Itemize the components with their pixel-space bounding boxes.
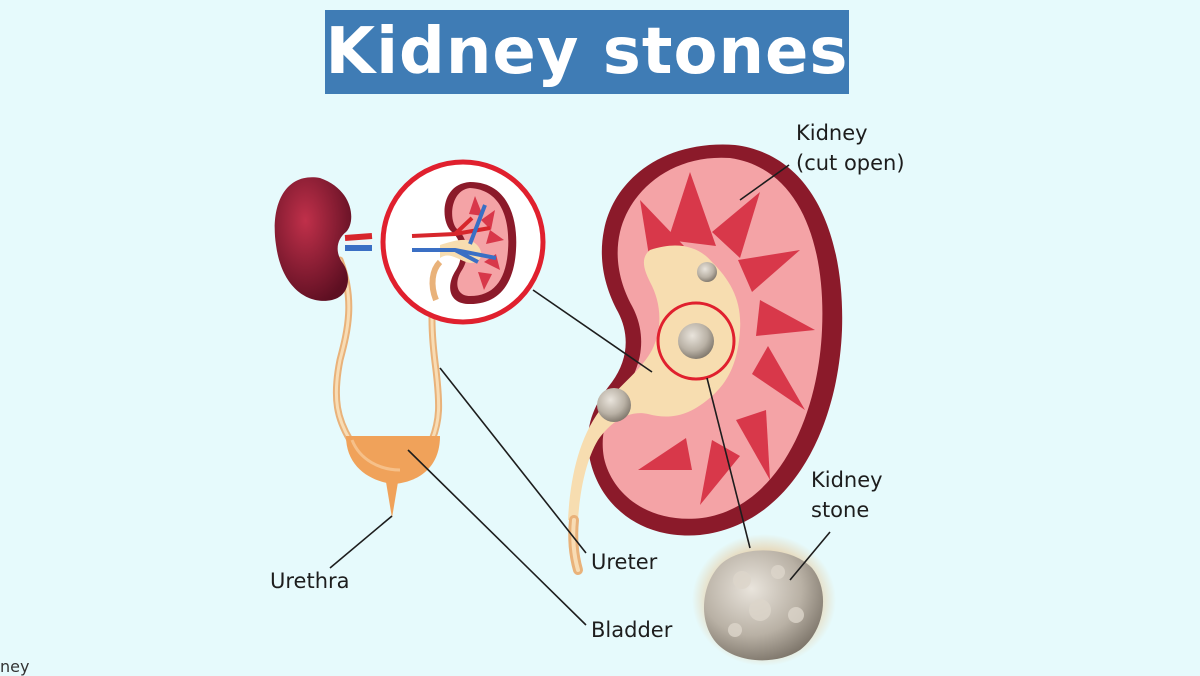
- zoom-circle: [380, 159, 546, 325]
- leader-kidney-stone: [789, 531, 831, 581]
- renal-pelvis: [568, 245, 741, 520]
- renal-vessels: [344, 233, 373, 241]
- whole-kidney: [274, 177, 352, 301]
- label-kidney-stone-line2: stone: [811, 498, 870, 522]
- label-bladder: Bladder: [591, 618, 673, 642]
- label-ureter: Ureter: [591, 550, 658, 574]
- stone-center: [678, 323, 714, 359]
- kidney-cut-open: [568, 144, 843, 575]
- renal-pyramids: [638, 172, 815, 505]
- urethra: [386, 482, 398, 518]
- leader-zoom-to-pelvis: [532, 289, 653, 373]
- stone-small-left: [597, 388, 631, 422]
- label-kidney-stone-line1: Kidney: [811, 468, 883, 492]
- bladder: [346, 436, 440, 484]
- kidney-stone-enlarged: [692, 534, 836, 666]
- leader-lines: [329, 164, 831, 626]
- leader-urethra: [329, 515, 393, 569]
- leader-stone-to-enlarged: [706, 377, 751, 549]
- label-kidney-cut-open-line1: Kidney: [796, 121, 868, 145]
- stone-highlight-ring: [656, 301, 736, 381]
- stone-small-top: [697, 262, 717, 282]
- label-kidney-cut-open-line2: (cut open): [796, 151, 905, 175]
- clipped-caption: ney: [0, 657, 30, 676]
- leader-bladder: [407, 449, 587, 626]
- urinary-system: [274, 177, 444, 518]
- label-kidney-stone: Kidney stone: [811, 465, 883, 525]
- title-banner: Kidney stones: [325, 10, 849, 94]
- page-title: Kidney stones: [325, 15, 849, 89]
- leader-ureter: [439, 367, 587, 554]
- label-urethra: Urethra: [270, 569, 350, 593]
- label-kidney-cut-open: Kidney (cut open): [796, 118, 905, 178]
- leader-kidney-cut-open: [739, 164, 790, 201]
